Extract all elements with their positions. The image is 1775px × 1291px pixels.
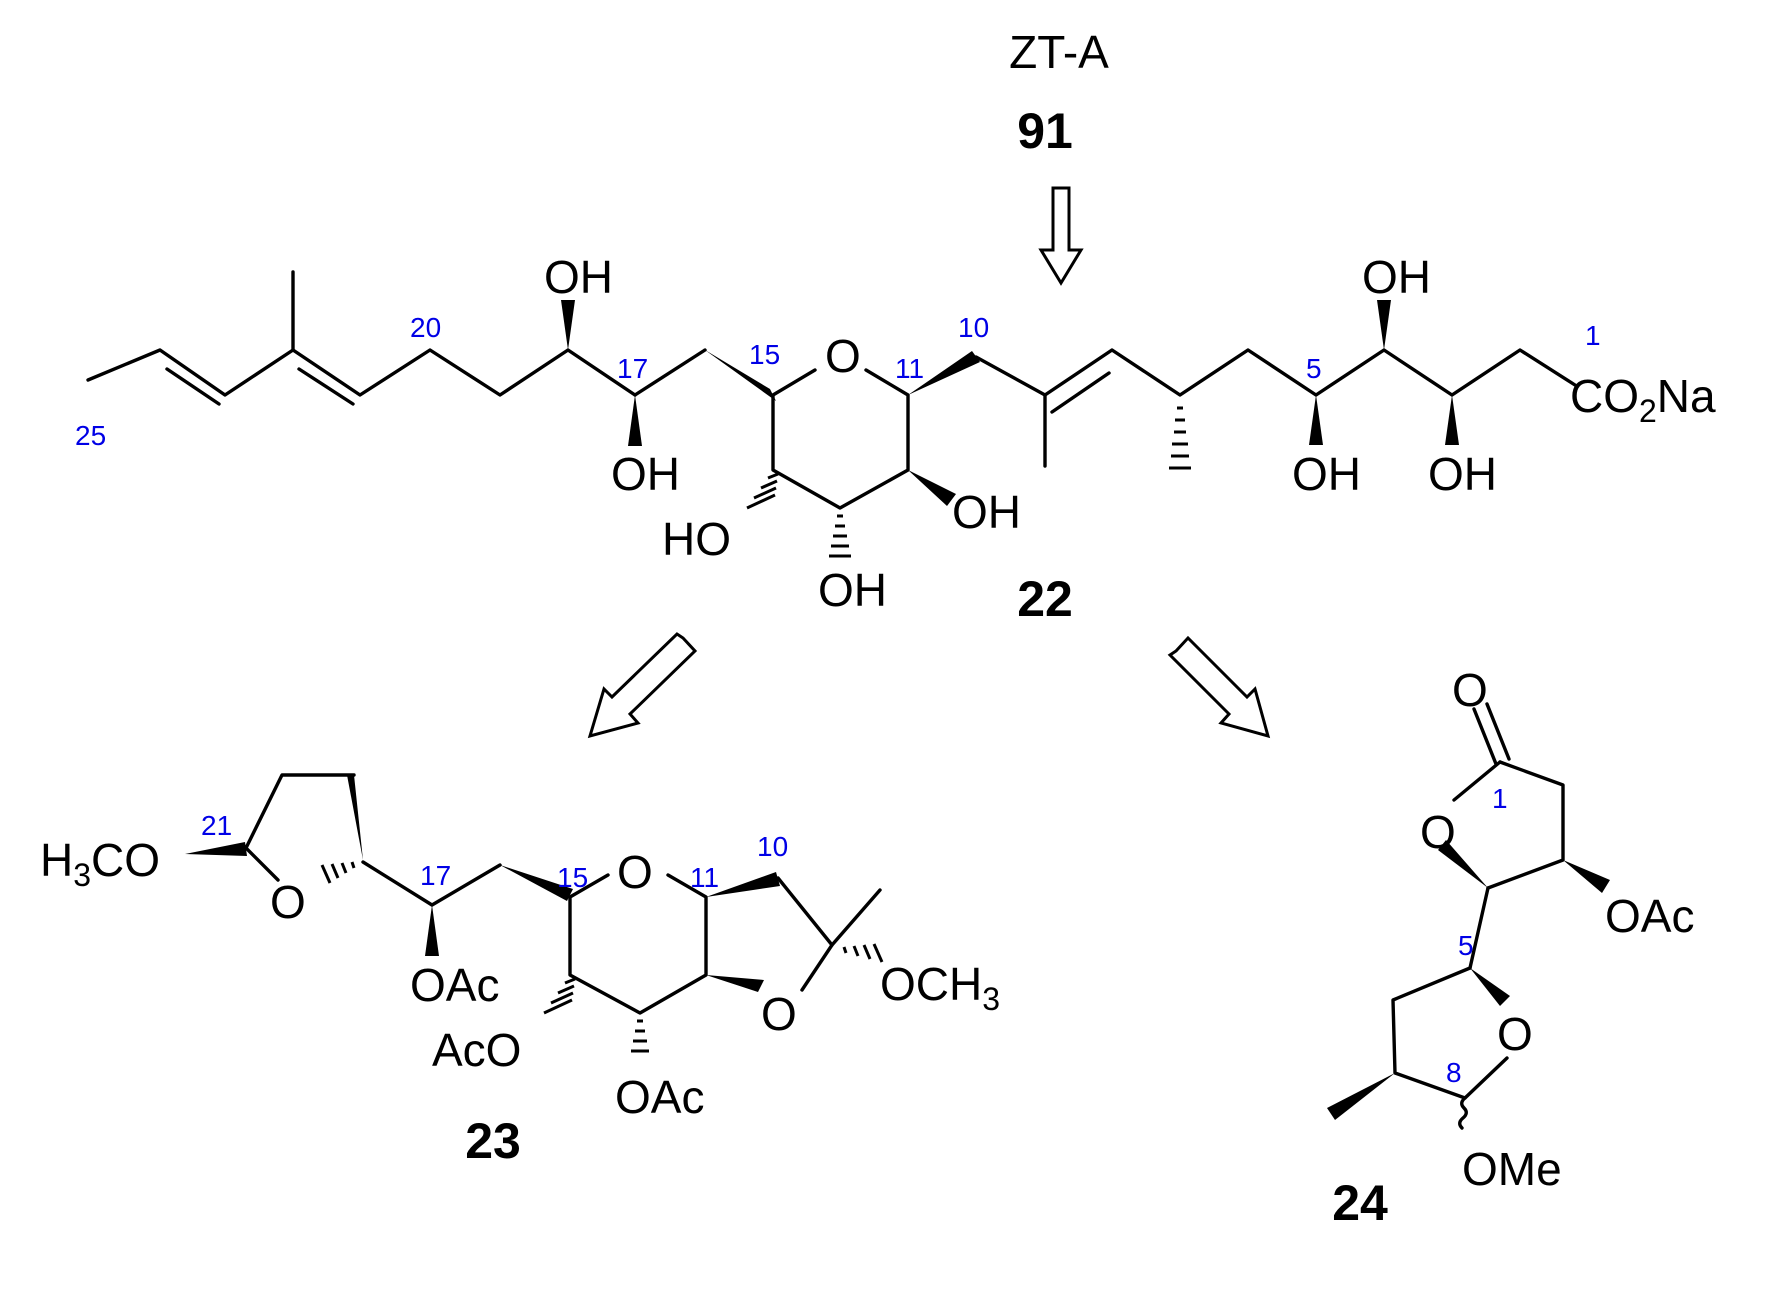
- c23-oac-c13: OAc: [615, 1071, 704, 1123]
- c23-furan-ring: [776, 876, 834, 992]
- c22-ring-oxygen: O: [825, 330, 861, 382]
- c24-lactone-oxygen: O: [1420, 806, 1456, 858]
- c22-oh-c12: OH: [952, 486, 1021, 538]
- c23-locant-10: 10: [757, 831, 788, 862]
- c23-oac-c17: OAc: [410, 959, 499, 1011]
- c23-hash-c14: [543, 977, 576, 1015]
- c23-thf-ring: [244, 773, 356, 882]
- c23-locant-17: 17: [420, 860, 451, 891]
- c24-ome: OMe: [1462, 1143, 1562, 1195]
- c24-locant-1: 1: [1492, 783, 1508, 814]
- c22-side-chain: [86, 348, 637, 397]
- c24-thf-oxygen: O: [1497, 1008, 1533, 1060]
- c24-locant-5: 5: [1458, 930, 1474, 961]
- c23-locant-15: 15: [557, 862, 588, 893]
- compound-24-structure: O O OAc O OMe 1 5 8 24: [1327, 664, 1694, 1231]
- c22-oh-c4: OH: [1362, 251, 1431, 303]
- c22-locant-10: 10: [958, 312, 989, 343]
- c22-locant-11: 11: [895, 353, 924, 384]
- c24-carbonyl-oxygen: O: [1452, 664, 1488, 716]
- c23-hash-c18: [320, 861, 356, 884]
- c23-locant-21: 21: [201, 810, 232, 841]
- retrosynthesis-arrow-down-right: [1167, 635, 1271, 739]
- c23-pyran-oxygen: O: [617, 846, 653, 898]
- compound-24-label: 24: [1332, 1175, 1388, 1231]
- c24-lactone-ring: [1486, 760, 1565, 890]
- c22-locant-20: 20: [410, 312, 441, 343]
- retrosynthesis-arrow-down-left: [587, 632, 698, 739]
- c22-oh-c13: OH: [818, 564, 887, 616]
- c24-locant-8: 8: [1446, 1057, 1462, 1088]
- c22-locant-5: 5: [1306, 353, 1322, 384]
- compound-23-label: 23: [465, 1113, 521, 1169]
- c22-hash-c14: [746, 472, 779, 510]
- c22-hash-c13: [829, 514, 851, 558]
- compound-22-label: 22: [1017, 571, 1073, 627]
- c23-hash-c9: [842, 943, 884, 963]
- c22-pyran-ring: [771, 368, 910, 510]
- c22-ho-c14: HO: [662, 513, 731, 565]
- c24-oac: OAc: [1605, 890, 1694, 942]
- c23-aco-c14: AcO: [432, 1024, 521, 1076]
- c23-furan-oxygen: O: [761, 988, 797, 1040]
- c23-hash-c13: [631, 1019, 649, 1053]
- c22-carboxylate: CO2Na: [1570, 370, 1716, 429]
- c22-locant-17: 17: [617, 353, 648, 384]
- compound-22-structure: OH OH O OH OH HO OH OH OH CO2Na 25 20 17…: [75, 251, 1716, 627]
- c23-methoxy: H3CO: [40, 834, 160, 893]
- c22-oh-c17: OH: [611, 448, 680, 500]
- c23-locant-11: 11: [690, 862, 719, 893]
- c22-oh-c18: OH: [544, 251, 613, 303]
- zt-a-title: ZT-A: [1009, 26, 1109, 78]
- c23-och3: OCH3: [880, 958, 1000, 1017]
- c22-oh-c3: OH: [1428, 448, 1497, 500]
- c22-locant-15: 15: [749, 339, 780, 370]
- retrosynthesis-arrow-down: [1038, 186, 1084, 286]
- c22-main-chain: [974, 348, 1577, 397]
- c22-oh-c5: OH: [1292, 448, 1361, 500]
- c22-locant-1: 1: [1585, 320, 1601, 351]
- c22-hash-c7: [1169, 406, 1191, 470]
- compound-91-label: 91: [1017, 103, 1073, 159]
- c22-locant-25: 25: [75, 420, 106, 451]
- c23-thf-oxygen: O: [270, 876, 306, 928]
- compound-23-structure: H3CO O OAc O O OCH3 AcO OAc 21 17 15 11 …: [40, 773, 1000, 1169]
